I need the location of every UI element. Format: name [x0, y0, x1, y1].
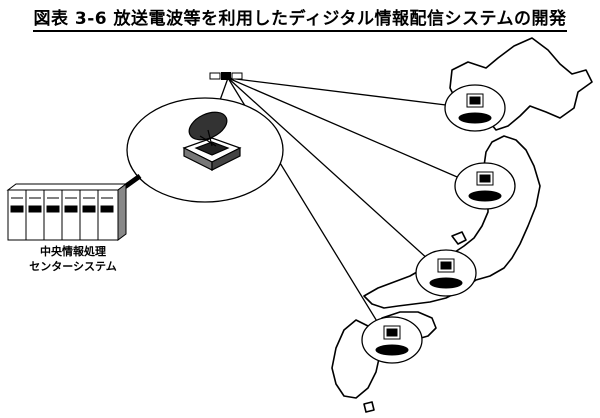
island-small-2 [363, 401, 375, 413]
figure-title-text: 図表 3-6 放送電波等を利用したディジタル情報配信システムの開発 [33, 9, 567, 32]
broadcast-line-1 [227, 77, 471, 109]
figure-title: 図表 3-6 放送電波等を利用したディジタル情報配信システムの開発 [0, 4, 600, 32]
computer-terminal-icon [468, 171, 502, 202]
terminal-area-3 [415, 249, 477, 297]
broadcast-lines [209, 77, 479, 337]
server-rack-icon [6, 183, 128, 241]
terminal-node-3 [415, 249, 477, 297]
broadcast-line-3 [227, 77, 441, 271]
terminal-area-4 [361, 316, 423, 364]
terminal-node-2 [454, 162, 516, 210]
computer-terminal-icon [375, 325, 409, 356]
broadcast-line-2 [227, 77, 479, 187]
computer-terminal-icon [429, 258, 463, 289]
terminal-node-1 [444, 84, 506, 132]
terminal-node-4 [361, 316, 423, 364]
satellite-dish-icon [182, 111, 242, 171]
center-label-line2: センターシステム [29, 260, 117, 273]
center-system-label: 中央情報処理 センターシステム [18, 244, 128, 274]
terminal-area-2 [454, 162, 516, 210]
terminal-area-1 [444, 84, 506, 132]
satellite-icon [209, 72, 243, 80]
computer-terminal-icon [458, 93, 492, 124]
center-label-line1: 中央情報処理 [40, 245, 106, 258]
island-small-1 [451, 231, 467, 245]
